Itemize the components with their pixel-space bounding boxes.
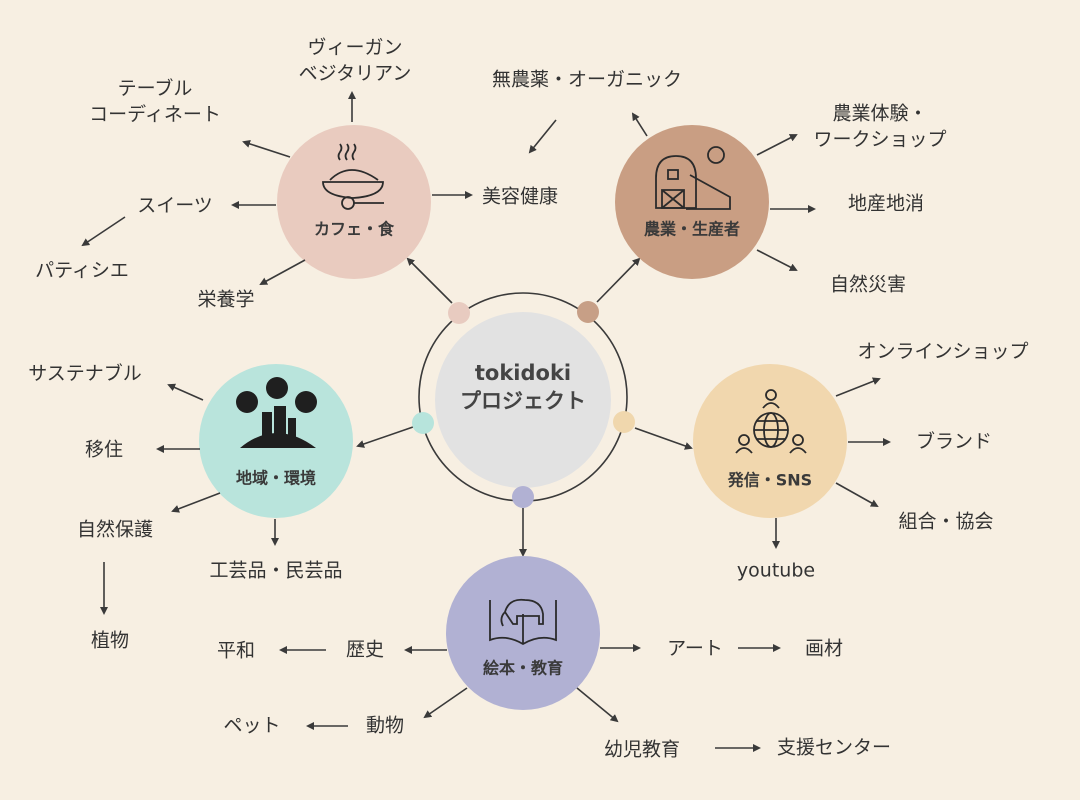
item-workshop: ワークショップ: [813, 129, 946, 151]
arrow-to-cafe: [406, 257, 453, 304]
dot-agri: [577, 301, 599, 323]
arrow-to-region: [356, 426, 414, 448]
region-branches: [100, 383, 279, 615]
hub-book[interactable]: 絵本・教育: [446, 556, 600, 710]
item-table: テーブル: [118, 77, 193, 100]
item-online-shop: オンラインショップ: [857, 341, 1028, 363]
hub-agri-label: 農業・生産者: [644, 220, 740, 239]
cafe-branches: [81, 91, 557, 285]
item-history: 歴史: [346, 639, 384, 661]
barn-farm-icon: [655, 146, 731, 210]
item-peace: 平和: [217, 640, 255, 662]
arrow-to-agri: [596, 257, 641, 303]
item-sweets: スイーツ: [137, 195, 213, 217]
center-subtitle: プロジェクト: [460, 389, 586, 413]
item-beauty-health: 美容健康: [482, 186, 558, 208]
item-art-materials: 画材: [805, 638, 843, 660]
picture-book-elephant-icon: [489, 598, 557, 646]
hub-book-label: 絵本・教育: [483, 659, 563, 678]
dot-sns: [613, 411, 635, 433]
hub-region-label: 地域・環境: [236, 469, 316, 488]
item-local-production: 地産地消: [848, 193, 924, 215]
food-bowl-icon: [322, 143, 384, 210]
book-branches: [279, 644, 781, 752]
arrow-to-sns: [634, 427, 693, 450]
hub-region[interactable]: 地域・環境: [199, 364, 353, 518]
hub-cafe[interactable]: カフェ・食: [277, 125, 431, 279]
dot-book: [512, 486, 534, 508]
item-vegan: ヴィーガン: [307, 37, 402, 59]
item-coordinate: コーディネート: [89, 104, 221, 126]
item-patissier: パティシエ: [35, 260, 129, 282]
item-migration: 移住: [85, 439, 123, 461]
item-farm-experience: 農業体験・: [832, 103, 927, 125]
item-vegetarian: ベジタリアン: [299, 63, 412, 85]
agri-branches: [631, 112, 816, 271]
item-support-center: 支援センター: [777, 737, 891, 759]
item-sustainable: サステナブル: [28, 362, 142, 385]
item-crafts: 工芸品・民芸品: [209, 560, 342, 582]
item-art: アート: [667, 638, 723, 660]
globe-people-icon: [735, 389, 807, 454]
center-node[interactable]: [435, 312, 611, 488]
hub-cafe-label: カフェ・食: [314, 220, 395, 239]
city-environment-icon: [236, 377, 317, 448]
item-brand: ブランド: [916, 430, 992, 453]
dot-cafe: [448, 302, 470, 324]
item-union: 組合・協会: [898, 511, 993, 533]
center-connectors: [356, 257, 693, 557]
item-plants: 植物: [91, 630, 129, 652]
item-nature-conservation: 自然保護: [77, 519, 153, 541]
item-disaster: 自然災害: [830, 274, 906, 296]
hub-agri[interactable]: 農業・生産者: [615, 125, 769, 279]
item-nutrition: 栄養学: [197, 289, 254, 311]
item-animals: 動物: [366, 715, 404, 737]
dot-region: [412, 412, 434, 434]
hub-sns-label: 発信・SNS: [727, 471, 812, 490]
center-title: tokidoki: [475, 361, 571, 385]
item-organic: 無農薬・オーガニック: [492, 69, 682, 91]
hub-sns[interactable]: 発信・SNS: [693, 364, 847, 518]
sns-branches: [772, 377, 891, 549]
item-youtube: youtube: [737, 560, 815, 582]
item-early-education: 幼児教育: [604, 739, 680, 761]
item-pets: ペット: [223, 715, 280, 737]
